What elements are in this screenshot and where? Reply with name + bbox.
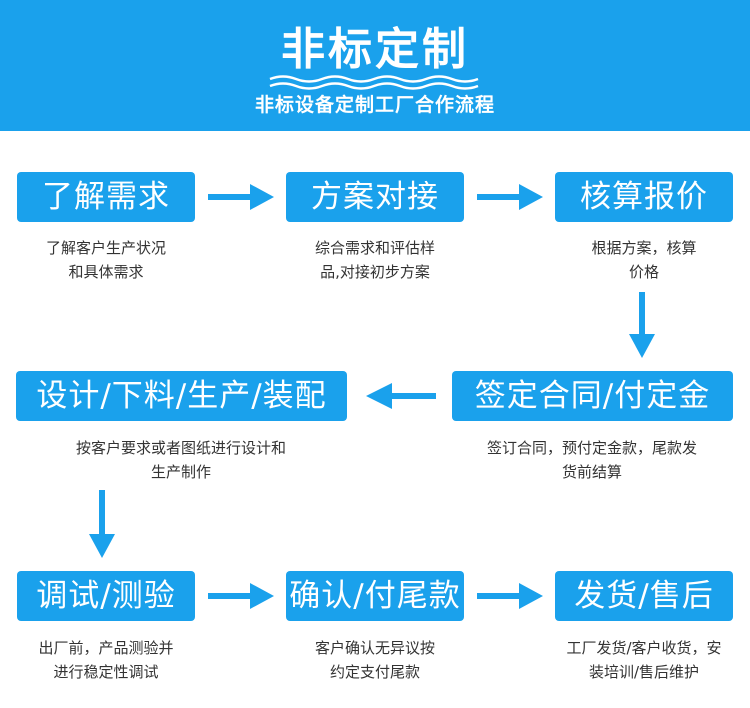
page-subtitle: 非标设备定制工厂合作流程 <box>254 94 495 116</box>
header-banner: 非标定制 非标设备定制工厂合作流程 <box>0 0 750 131</box>
step-label: 调试/测验 <box>36 578 176 614</box>
desc-line: 根据方案，核算 <box>591 239 697 257</box>
step-desc: 综合需求和评估样 品,对接初步方案 <box>280 236 470 284</box>
arrow-right-icon <box>208 184 274 210</box>
desc-line: 品,对接初步方案 <box>320 263 430 281</box>
step-desc: 了解客户生产状况 和具体需求 <box>11 236 201 284</box>
arrow-right-icon <box>477 583 543 609</box>
step-quotation: 核算报价 <box>555 172 733 222</box>
step-delivery-aftersales: 发货/售后 <box>555 571 733 621</box>
desc-line: 和具体需求 <box>68 263 144 281</box>
desc-line: 签订合同，预付定金款，尾款发 <box>486 439 697 457</box>
arrow-left-icon <box>366 383 436 409</box>
desc-line: 了解客户生产状况 <box>45 239 166 257</box>
step-desc: 签订合同，预付定金款，尾款发 货前结算 <box>442 436 742 484</box>
desc-line: 出厂前，产品测验并 <box>38 639 174 657</box>
arrow-right-icon <box>477 184 543 210</box>
step-label: 核算报价 <box>580 179 708 215</box>
desc-line: 工厂发货/客户收货，安 <box>566 639 722 657</box>
step-solution-docking: 方案对接 <box>286 172 464 222</box>
step-desc: 客户确认无异议按 约定支付尾款 <box>280 636 470 684</box>
step-desc: 根据方案，核算 价格 <box>549 236 739 284</box>
step-label: 设计/下料/生产/装配 <box>36 378 327 414</box>
desc-line: 价格 <box>628 263 659 281</box>
step-label: 方案对接 <box>311 179 439 215</box>
desc-line: 客户确认无异议按 <box>314 639 435 657</box>
desc-line: 生产制作 <box>150 463 211 481</box>
step-contract-deposit: 签定合同/付定金 <box>452 371 733 421</box>
step-debug-test: 调试/测验 <box>17 571 195 621</box>
page-title: 非标定制 <box>281 24 469 75</box>
arrow-down-icon <box>629 292 655 358</box>
step-desc: 出厂前，产品测验并 进行稳定性调试 <box>11 636 201 684</box>
step-confirm-final-payment: 确认/付尾款 <box>286 571 464 621</box>
desc-line: 按客户要求或者图纸进行设计和 <box>75 439 286 457</box>
desc-line: 约定支付尾款 <box>329 663 420 681</box>
step-design-production: 设计/下料/生产/装配 <box>16 371 347 421</box>
step-desc: 按客户要求或者图纸进行设计和 生产制作 <box>26 436 336 484</box>
desc-line: 装培训/售后维护 <box>588 663 700 681</box>
step-label: 确认/付尾款 <box>289 578 461 614</box>
wave-decoration <box>269 75 479 90</box>
step-label: 签定合同/付定金 <box>474 378 711 414</box>
desc-line: 综合需求和评估样 <box>314 239 435 257</box>
step-label: 了解需求 <box>42 179 170 215</box>
arrow-down-icon <box>89 490 115 558</box>
desc-line: 进行稳定性调试 <box>53 663 159 681</box>
step-label: 发货/售后 <box>574 578 714 614</box>
desc-line: 货前结算 <box>561 463 622 481</box>
step-desc: 工厂发货/客户收货，安 装培训/售后维护 <box>539 636 749 684</box>
arrow-right-icon <box>208 583 274 609</box>
step-understand-needs: 了解需求 <box>17 172 195 222</box>
